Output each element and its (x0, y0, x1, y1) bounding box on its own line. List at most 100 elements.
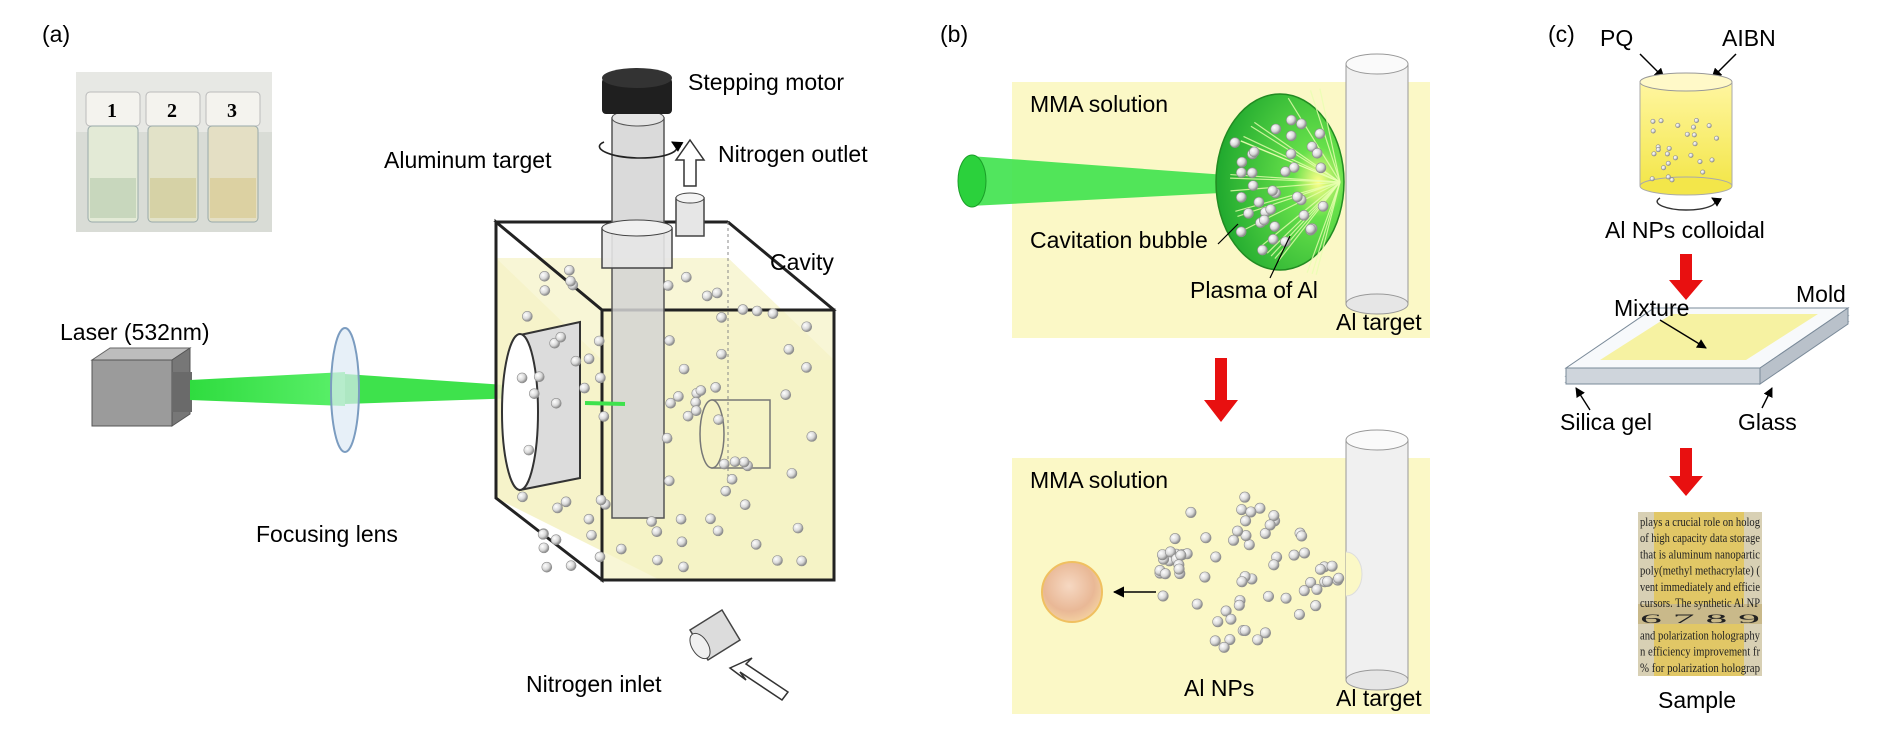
nanoparticle (726, 474, 738, 485)
nanoparticle (533, 371, 545, 382)
al-nanoparticle (1322, 575, 1334, 587)
colloid-particle (1709, 157, 1715, 163)
nanoparticle (537, 529, 549, 540)
nanoparticle (583, 353, 595, 365)
plasma-ray (1230, 181, 1341, 192)
laser-beam-inner (584, 401, 626, 406)
plasma-particle (1243, 208, 1254, 219)
mold-label: Mold (1796, 281, 1846, 307)
al-nanoparticle (1233, 599, 1245, 611)
plasma-particle (1259, 214, 1270, 226)
al-nanoparticle (1236, 576, 1248, 588)
al-nanoparticle (1299, 547, 1311, 559)
nanoparticle (583, 513, 595, 525)
nanoparticle (541, 561, 553, 573)
nanoparticle (695, 385, 707, 396)
collapsed-bubble (1041, 561, 1103, 623)
cavity-particles (516, 264, 818, 573)
plasma-particle (1265, 204, 1277, 215)
plasma-ray (1254, 121, 1341, 183)
al-nanoparticle (1259, 527, 1271, 539)
colloid-particle (1665, 174, 1671, 180)
plasma-ray (1306, 181, 1341, 273)
colloid-particle (1650, 128, 1656, 134)
sample-text-line: and polarization holography (1640, 627, 1760, 642)
nanoparticle (750, 539, 762, 550)
nitrogen-outlet (674, 138, 706, 237)
plasma-particle (1270, 123, 1282, 135)
nanoparticle (595, 372, 606, 384)
laser-cone (957, 154, 1240, 208)
colloid-particle (1664, 151, 1670, 157)
focusing-lens (330, 327, 360, 453)
process-arrow-b (1204, 358, 1238, 422)
al-nps-label: Al NPs (1184, 675, 1254, 701)
vial-number-2: 2 (167, 100, 177, 122)
panel-label-b: (b) (940, 21, 968, 47)
sample-label: Sample (1658, 687, 1736, 713)
plasma-particle (1257, 244, 1268, 256)
nanoparticle (594, 551, 606, 563)
nanoparticle (651, 526, 663, 537)
plasma-particle (1292, 191, 1303, 203)
aluminum-target-label: Aluminum target (384, 147, 552, 173)
glass-arrow (1761, 387, 1773, 409)
nanoparticle (555, 331, 567, 343)
al-nanoparticle (1252, 634, 1264, 646)
nanoparticle (516, 372, 528, 384)
colloid-particle (1692, 141, 1698, 147)
nanoparticle (528, 388, 540, 399)
nanoparticle (739, 499, 751, 511)
mold (1564, 307, 1850, 385)
al-nanoparticle (1245, 506, 1257, 518)
colloid-particle (1694, 117, 1700, 123)
nanoparticle (716, 312, 727, 323)
al-nanoparticle (1326, 560, 1338, 572)
nanoparticle (552, 502, 563, 514)
al-nanoparticle (1159, 568, 1171, 580)
aluminum-target-rod (601, 109, 673, 519)
nanoparticle (801, 362, 812, 373)
colloid-particle (1650, 118, 1656, 124)
plasma-particle (1285, 148, 1297, 160)
inlet-arrow-icon (728, 657, 790, 702)
nanoparticle (539, 271, 550, 282)
nanoparticle (675, 513, 687, 525)
nanoparticle (560, 496, 572, 508)
colloid-particle (1665, 160, 1671, 166)
sample-text-line: that is aluminum nanopartic (1640, 546, 1760, 561)
nanoparticle (772, 555, 783, 566)
al-target-bottom-label: Al target (1336, 685, 1422, 711)
al-nanoparticle (1209, 635, 1221, 647)
al-nanoparticle (1239, 491, 1251, 503)
sample-text-line: vent immediately and efficie (1640, 579, 1760, 594)
sample-text-line: 6 7 8 9 (1640, 611, 1760, 626)
nanoparticle (767, 308, 779, 319)
plasma-rays (1230, 88, 1341, 275)
plasma-pointer (1269, 235, 1291, 279)
nanoparticle (783, 344, 795, 355)
colloid-particle (1700, 169, 1706, 175)
al-nanoparticle (1280, 592, 1292, 604)
cavitation-pointer (1217, 223, 1239, 245)
nanoparticle (550, 534, 562, 545)
plasma-particle (1253, 196, 1265, 208)
al-nanoparticle (1296, 530, 1308, 542)
plasma-particle (1280, 166, 1291, 177)
al-nanoparticle (1239, 625, 1251, 637)
side-window (501, 320, 581, 492)
colloid-particle (1691, 132, 1697, 138)
laser-source (90, 347, 192, 427)
nanoparticle (786, 468, 798, 479)
al-nanoparticle (1262, 590, 1274, 602)
al-nanoparticle (1165, 546, 1177, 558)
nanoparticle (690, 405, 702, 417)
nanoparticle (676, 536, 688, 548)
process-arrow-c2 (1669, 448, 1703, 496)
stepping-motor (602, 68, 672, 114)
plasma-particle (1288, 162, 1300, 173)
colloid-particle (1672, 155, 1678, 161)
al-nanoparticle (1218, 641, 1230, 653)
